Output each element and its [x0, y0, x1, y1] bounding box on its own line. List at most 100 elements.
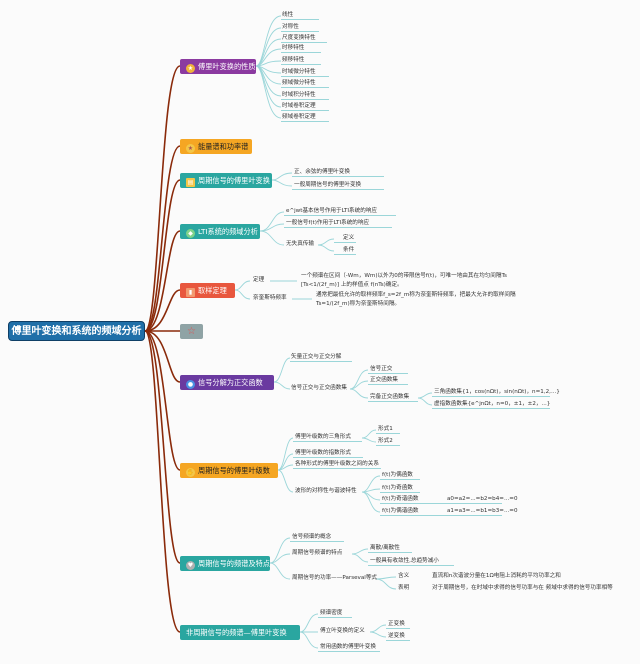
property-item[interactable]: 对称性: [282, 24, 299, 30]
underline: [290, 361, 352, 362]
underline: [380, 515, 502, 516]
symmetry-item[interactable]: f(t)为偶谐函数: [382, 508, 419, 514]
gem-icon: ◆: [186, 229, 195, 238]
star-icon: ★: [186, 64, 195, 73]
parseval-item[interactable]: 含义: [398, 573, 410, 579]
underline: [386, 628, 410, 629]
property-item[interactable]: 尺度变换特性: [282, 35, 316, 41]
series-item[interactable]: 傅里叶级数的三角形式: [295, 434, 351, 440]
topic-aperiodic-spectrum[interactable]: 非周期信号的频谱—傅里叶变换: [180, 625, 300, 640]
underline: [368, 401, 418, 402]
property-item[interactable]: 时域微分特性: [282, 69, 316, 75]
underline: [293, 468, 381, 469]
series-item[interactable]: 傅里叶级数的指数形式: [295, 450, 351, 456]
underline: [380, 479, 420, 480]
property-item[interactable]: 频域微分特性: [282, 80, 316, 86]
spectrum-item[interactable]: 信号频谱的概念: [292, 534, 332, 540]
underline: [281, 52, 321, 53]
underline: [318, 617, 352, 618]
lti-item[interactable]: e^jwt基本信号作用于LTI系统的响应: [286, 208, 377, 214]
sampling-item[interactable]: 定理: [253, 277, 265, 283]
periodic-ft-item[interactable]: 一般周期信号的傅里叶变换: [294, 182, 362, 188]
topic-energy-spectrum[interactable]: ★能量谱和功率谱: [180, 139, 252, 154]
orthogonal-sub[interactable]: 完备正交函数集: [370, 394, 410, 400]
orthogonal-item[interactable]: 信号正交与正交函数集: [291, 385, 347, 391]
underline: [376, 433, 400, 434]
theorem-text: 一个频谱在区间（-Wm，Wm)以外为0的带限信号f(t)，可唯一地由其在均匀间隔…: [301, 273, 507, 279]
topic-periodic-ft[interactable]: ▤周期信号的傅里叶变换: [180, 173, 272, 188]
property-item[interactable]: 线性: [282, 12, 294, 18]
topic-sampling-theorem[interactable]: ▮取样定理: [180, 283, 235, 298]
spectrum-item[interactable]: 周期信号频谱的特点: [292, 550, 343, 556]
function-set[interactable]: 三角函数集{1，cos(nΩt)，sin(nΩt)，n=1,2,...}: [434, 389, 560, 395]
handshake-icon: ✋: [186, 468, 195, 477]
underline: [432, 408, 550, 409]
symmetry-item[interactable]: f(t)为偶函数: [382, 472, 413, 478]
property-item[interactable]: 时域积分特性: [282, 92, 316, 98]
underline: [281, 64, 321, 65]
underline: [386, 640, 410, 641]
orthogonal-sub[interactable]: 正交函数集: [370, 377, 398, 383]
function-set[interactable]: 虚指数函数集{e^jnΩt，n=0，±1，±2，...}: [434, 401, 551, 407]
sampling-item[interactable]: 奈奎斯特频率: [253, 295, 287, 301]
star-outline-icon: ☆: [187, 326, 196, 337]
underline: [334, 254, 356, 255]
form-item[interactable]: 形式1: [378, 426, 393, 432]
distortionless-sub[interactable]: 定义: [343, 235, 355, 241]
symmetry-item[interactable]: f(t)为奇函数: [382, 485, 413, 491]
series-item[interactable]: 各种形式的傅里叶级数之间的关系: [295, 461, 379, 467]
underline: [293, 457, 363, 458]
underline: [368, 384, 408, 385]
star-icon: ★: [186, 144, 195, 153]
underline: [281, 19, 319, 20]
underline: [281, 110, 329, 111]
orthogonal-sub[interactable]: 信号正交: [370, 366, 393, 372]
nyquist-text: 通常把最低允许的取样频率f_s=2f_m称为奈奎斯特频率，把最大允许的取样间隔: [316, 292, 516, 298]
underline: [380, 503, 502, 504]
topic-fourier-properties[interactable]: ★傅里叶变换的性质: [180, 59, 256, 74]
aperiodic-item[interactable]: 常用函数的傅里叶变换: [320, 644, 376, 650]
parseval-item[interactable]: 表明: [398, 585, 410, 591]
aperiodic-item[interactable]: 傅立叶变换的定义: [320, 628, 365, 634]
topic-blank[interactable]: ☆: [180, 324, 203, 339]
nyquist-text: Ts=1/(2f_m)称为奈奎斯特间隔。: [316, 301, 401, 307]
spectrum-feature[interactable]: 一般具有收敛性,总趋势减小: [370, 558, 439, 564]
property-item[interactable]: 频移特性: [282, 57, 305, 63]
globe-icon: ●: [186, 380, 195, 389]
lti-item[interactable]: 一般信号f(t)作用于LTI系统的响应: [286, 220, 370, 226]
property-item[interactable]: 频域卷积定理: [282, 114, 316, 120]
property-item[interactable]: 时域卷积定理: [282, 103, 316, 109]
form-item[interactable]: 形式2: [378, 438, 393, 444]
topic-lti-analysis[interactable]: ◆LTI系统的频域分析: [180, 224, 260, 239]
underline: [334, 242, 356, 243]
distortionless-sub[interactable]: 条件: [343, 247, 355, 253]
property-item[interactable]: 时移特性: [282, 45, 305, 51]
symmetry-item[interactable]: f(t)为奇谐函数: [382, 496, 419, 502]
topic-fourier-series[interactable]: ✋周期信号的傅里叶级数: [180, 463, 278, 478]
underline: [292, 176, 384, 177]
aperiodic-item[interactable]: 频谱密度: [320, 610, 343, 616]
lti-item[interactable]: 无失真传输: [286, 241, 314, 247]
spectrum-item[interactable]: 周期信号的功率——Parseval等式: [292, 575, 378, 581]
underline: [368, 373, 408, 374]
underline: [281, 76, 329, 77]
underline: [293, 441, 362, 442]
root-topic[interactable]: 傅里叶变换和系统的频域分析: [8, 321, 145, 341]
underline: [290, 541, 344, 542]
spectrum-feature[interactable]: 离散/离散性: [370, 545, 400, 551]
periodic-ft-item[interactable]: 正、余弦的傅里叶变换: [294, 169, 350, 175]
underline: [292, 189, 384, 190]
theorem-text: [Ts<1/(2f_m)] 上的样值点 f(nTs)确定。: [301, 282, 403, 288]
underline: [318, 651, 380, 652]
series-item[interactable]: 波形的对称性与谐波特性: [295, 488, 357, 494]
transform-item[interactable]: 正变换: [388, 621, 405, 627]
underline: [281, 99, 329, 100]
underline: [284, 215, 396, 216]
transform-item[interactable]: 逆变换: [388, 633, 405, 639]
topic-orthogonal-decomposition[interactable]: ●信号分解为正交函数: [180, 375, 274, 390]
harmonic-equation: a0=a2=...=b2=b4=...=0: [447, 496, 518, 502]
underline: [432, 396, 550, 397]
orthogonal-item[interactable]: 矢量正交与正交分解: [291, 354, 342, 360]
topic-periodic-spectrum[interactable]: ♥周期信号的频谱及特点: [180, 556, 270, 571]
